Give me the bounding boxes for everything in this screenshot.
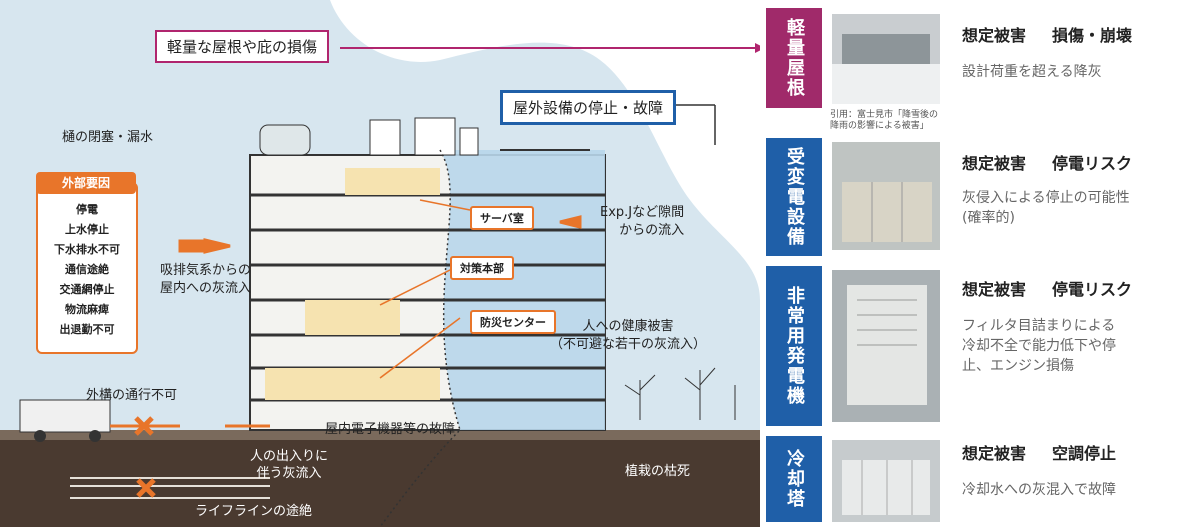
external-factor-item: 通信途絶 (65, 263, 109, 276)
external-factor-item: 下水排水不可 (54, 243, 120, 256)
exterior-label: 外構の通行不可 (86, 388, 178, 403)
damage-type: 空調停止 (1052, 444, 1117, 463)
server-room-tag: サーバ室 (470, 206, 534, 230)
external-factor-item: 停電 (76, 203, 98, 216)
plants (624, 367, 736, 420)
people-inflow-label: 人の出入りに 伴う灰流入 (250, 449, 329, 481)
outdoor-equipment-callout: 屋外設備の停止・故障 (500, 90, 677, 125)
damage-type: 損傷・崩壊 (1052, 26, 1133, 45)
generator-photo (832, 270, 940, 422)
lifeline-pipes (70, 477, 270, 499)
damage-substation: 想定被害 停電リスク (962, 150, 1132, 174)
external-factor-item: 上水停止 (65, 223, 109, 236)
external-factors-box: 外部要因 停電 上水停止 下水排水不可 通信途絶 交通網停止 物流麻痺 出退勤不… (36, 172, 138, 354)
ash-intrusion-outline (379, 149, 461, 527)
desc-light-roof: 設計荷重を超える降灰 (962, 64, 1102, 80)
lifeline-label: ライフラインの途絶 (195, 504, 313, 519)
panel-title-substation: 受変電設備 (766, 138, 822, 256)
panel-title-cooling-tower: 冷却塔 (766, 436, 822, 522)
damage-light-roof: 想定被害 損傷・崩壊 (962, 22, 1132, 46)
external-factors-title: 外部要因 (36, 172, 136, 194)
roof-damage-callout: 軽量な屋根や庇の損傷 (155, 30, 330, 63)
damage-label: 想定被害 (962, 154, 1027, 173)
desc-cooling-tower: 冷却水への灰混入で故障 (962, 482, 1116, 498)
damage-label: 想定被害 (962, 280, 1027, 299)
desc-generator: フィルタ目詰まりによる 冷却不全で能力低下や停 止、エンジン損傷 (962, 318, 1116, 374)
external-factor-item: 交通網停止 (59, 283, 115, 296)
substation-photo (832, 142, 940, 250)
damage-generator: 想定被害 停電リスク (962, 276, 1132, 300)
planting-label: 植栽の枯死 (625, 464, 691, 479)
electronics-label: 屋内電子機器等の故障 (325, 422, 456, 437)
health-label: 人への健康被害 （不可避な若干の灰流入） (550, 319, 707, 352)
damage-type: 停電リスク (1052, 154, 1133, 173)
gutter-label: 樋の閉塞・漏水 (62, 130, 154, 145)
cooling-tower-photo (832, 440, 940, 522)
building (249, 117, 606, 431)
intake-label: 吸排気系からの 屋内への灰流入 (160, 263, 252, 296)
damage-label: 想定被害 (962, 26, 1027, 45)
truck (19, 399, 111, 442)
panel-title-light-roof: 軽量屋根 (766, 8, 822, 108)
desc-substation: 灰侵入による停止の可能性 (確率的) (962, 190, 1130, 226)
exp-joint-label: Exp.Jなど隙間 からの流入 (600, 205, 685, 238)
damage-label: 想定被害 (962, 444, 1027, 463)
external-factor-item: 出退勤不可 (59, 323, 115, 336)
citation-light-roof: 引用：富士見市「降雪後の 降雨の影響による被害」 (830, 110, 939, 131)
hq-tag: 対策本部 (450, 256, 514, 280)
light-roof-photo (832, 14, 940, 104)
disaster-center-tag: 防災センター (470, 310, 556, 334)
panel-title-generator: 非常用発電機 (766, 266, 822, 426)
external-factor-item: 物流麻痺 (65, 303, 109, 316)
damage-type: 停電リスク (1052, 280, 1133, 299)
damage-cooling-tower: 想定被害 空調停止 (962, 440, 1116, 464)
